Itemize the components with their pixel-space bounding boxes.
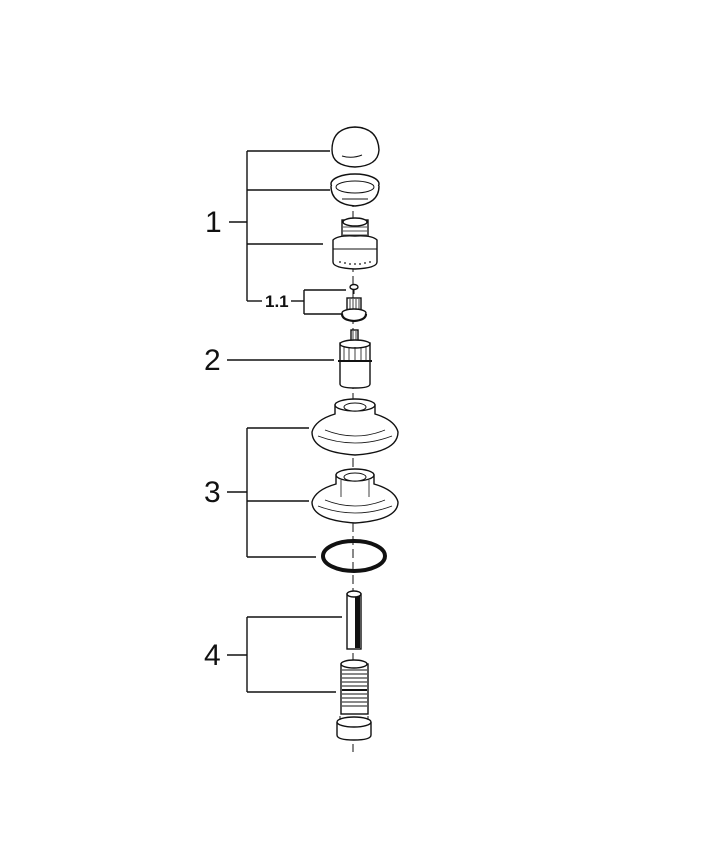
callout-4-label: 4 [204,639,221,672]
cap-part [331,126,380,168]
threaded-extension-part [336,659,372,741]
spline-adapter-part [340,297,368,323]
handle-adapter-part [332,217,378,270]
callout-1-label: 1 [205,206,222,239]
o-ring-part [321,539,387,573]
bracket-1 [229,150,330,302]
callout-3-label: 3 [204,476,221,509]
escutcheon-lower-part [311,468,399,524]
retaining-ring-part [330,173,380,207]
callout-1-1-label: 1.1 [265,292,289,311]
screw-part [349,283,359,294]
escutcheon-upper-part [311,398,399,456]
cartridge-part [338,329,372,389]
bracket-3 [227,427,316,558]
callout-2-label: 2 [204,344,221,377]
bracket-4 [227,616,342,693]
bracket-1-1 [291,289,346,315]
extension-pin-part [346,590,362,650]
